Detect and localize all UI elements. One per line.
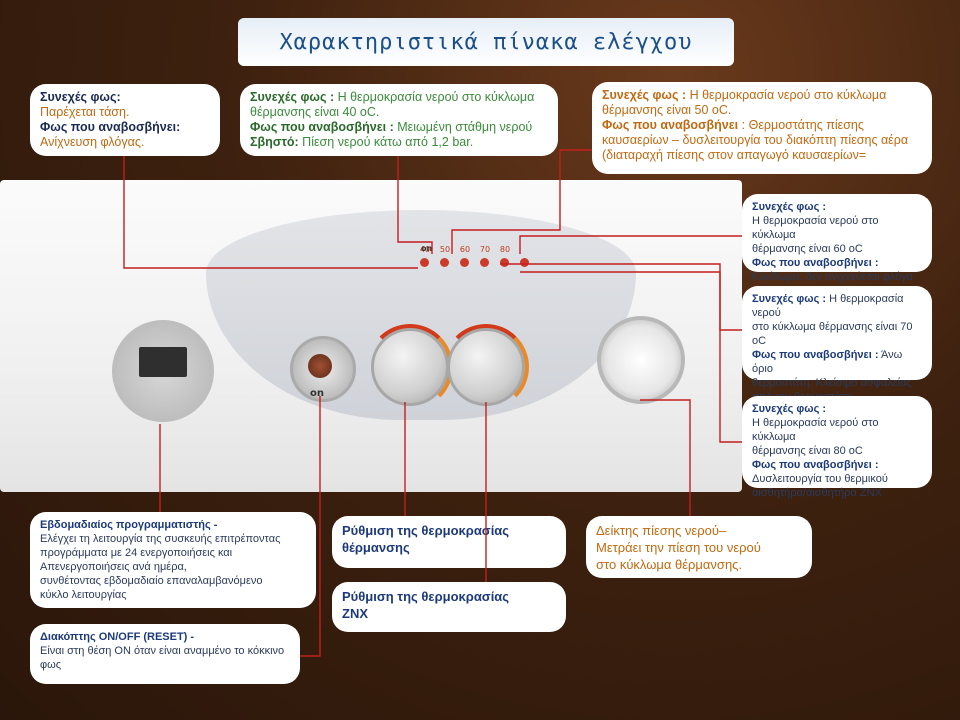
led-70 — [500, 258, 509, 267]
led-40 — [440, 258, 449, 267]
led-label: 40 — [419, 245, 431, 254]
note-led-80: Συνεχές φως : Η θερμοκρασία νερού στο κύ… — [742, 396, 932, 499]
connector-pressure — [640, 399, 691, 516]
led-60 — [480, 258, 489, 267]
note-onoff: Διακόπτης ON/OFF (RESET) - Είναι στη θέσ… — [30, 624, 300, 684]
note-supply: Συνεχές φως: Παρέχεται τάση. Φως που ανα… — [30, 84, 220, 156]
connector-led-40 — [397, 156, 433, 254]
connector-led-70 — [500, 263, 742, 331]
note-led-50: Συνεχές φως : Η θερμοκρασία νερού στο κύ… — [592, 82, 932, 174]
led-80 — [520, 258, 529, 267]
note-led-70: Συνεχές φως : Η θερμοκρασία νερού στο κύ… — [742, 286, 932, 403]
note-pressure: Δείκτης πίεσης νερού– Μετράει την πίεση … — [586, 516, 812, 578]
led-label: 80 — [499, 245, 511, 254]
led-50 — [460, 258, 469, 267]
programmer-display — [139, 347, 187, 377]
led-label: 50 — [439, 245, 451, 254]
pressure-gauge — [597, 316, 685, 404]
connector-led-80 — [520, 271, 742, 443]
note-led-60: Συνεχές φως : Η θερμοκρασία νερού στο κύ… — [742, 194, 932, 283]
note-dhw: Ρύθμιση της θερμοκρασίας ZNX — [332, 582, 566, 632]
connector-led-60 — [519, 235, 742, 254]
title-banner: Χαρακτηριστικά πίνακα ελέγχου — [238, 18, 734, 66]
note-programmer: Εβδομαδιαίος προγραμματιστής - Ελέγχει τ… — [30, 512, 316, 608]
onoff-indicator — [308, 354, 332, 378]
note-led-40: Συνεχές φως : Η θερμοκρασία νερού στο κύ… — [240, 84, 558, 156]
page-title: Χαρακτηριστικά πίνακα ελέγχου — [279, 29, 693, 55]
connector-onoff — [300, 396, 321, 657]
switch-on-label: on — [310, 388, 324, 399]
dhw-knob-scale — [443, 324, 529, 410]
led-row — [420, 258, 529, 267]
led-on — [420, 258, 429, 267]
note-heating: Ρύθμιση της θερμοκρασίας θέρμανσης — [332, 516, 566, 568]
led-labels: 40 50 60 70 80 — [417, 245, 513, 254]
connector-supply — [123, 156, 418, 269]
heating-temperature-knob[interactable] — [371, 328, 449, 406]
led-label: 60 — [459, 245, 471, 254]
connector-led-50 — [451, 149, 592, 254]
on-led-label: on — [421, 244, 433, 253]
led-label: 70 — [479, 245, 491, 254]
